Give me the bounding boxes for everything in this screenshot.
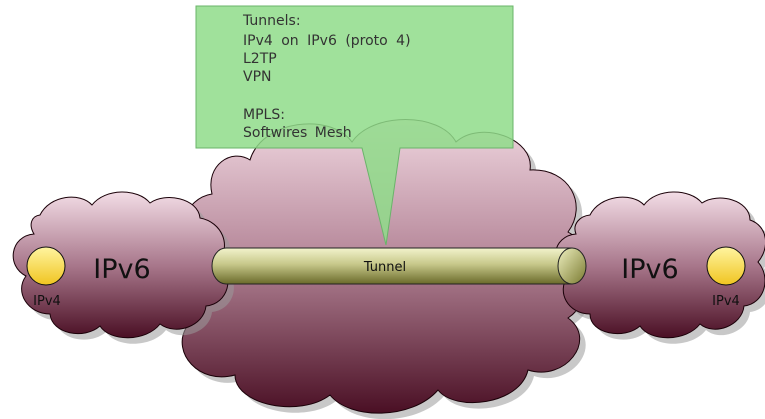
callout-line: L2TP <box>243 51 277 67</box>
left-ipv4-host-icon <box>26 246 66 286</box>
tunnel-end-cap <box>557 247 587 285</box>
left-host: IPv4 <box>26 246 66 309</box>
left-cloud-label: IPv6 <box>93 254 150 285</box>
tunnel-label: Tunnel <box>363 260 406 275</box>
callout-line: Softwires Mesh <box>243 125 352 141</box>
callout-line: VPN <box>243 69 272 85</box>
callout-line: IPv4 on IPv6 (proto 4) <box>243 33 411 49</box>
callout: Tunnels: IPv4 on IPv6 (proto 4) L2TP VPN… <box>195 5 514 246</box>
right-host-label: IPv4 <box>712 294 740 309</box>
right-ipv4-host-icon <box>706 246 746 286</box>
right-cloud <box>554 191 765 344</box>
callout-line: Tunnels: <box>242 13 301 29</box>
right-host: IPv4 <box>706 246 746 309</box>
left-cloud <box>12 191 234 344</box>
tunnel: Tunnel <box>211 247 587 285</box>
callout-line: MPLS: <box>243 107 285 123</box>
right-cloud-label: IPv6 <box>621 254 678 285</box>
left-host-label: IPv4 <box>33 294 61 309</box>
